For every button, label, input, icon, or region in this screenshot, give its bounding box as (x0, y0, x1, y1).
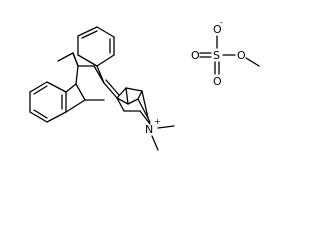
oxygen-right-label: O (237, 49, 246, 62)
dimethyl-dihydroanthracene-core (29, 26, 115, 123)
oxygen-bottom-label: O (213, 75, 222, 88)
nitrogen-label: N (145, 123, 153, 136)
sulfur-label: S (213, 49, 220, 62)
exocyclic-bond (103, 82, 118, 99)
cage-bond (127, 98, 139, 105)
oxygen-top-label: O (213, 23, 222, 36)
bottom-ring-double-bond (33, 109, 48, 119)
top-ring-bond (96, 54, 115, 67)
exocyclic-bond (105, 79, 120, 96)
quaternary-ammonium: N + (145, 117, 175, 151)
cage-bond (141, 90, 149, 119)
top-ring-bond (77, 26, 98, 37)
top-ring-double-bond (81, 30, 98, 39)
top-ring-bond (96, 26, 115, 38)
ring-fusion-bond (96, 65, 105, 84)
cage-bond (125, 87, 143, 92)
cage-bond (125, 87, 129, 105)
central-ring-bond (75, 65, 79, 85)
n-methyl-bond-down (151, 135, 159, 151)
cage-bond (139, 110, 151, 125)
methyl-bond-left (57, 52, 74, 62)
cage-bond (116, 97, 125, 112)
positive-charge: + (154, 117, 161, 126)
oxygen-left-label: O (191, 49, 200, 62)
methyl-sulfate-anion: O - O S O O (191, 18, 260, 88)
central-ring-bond (75, 83, 86, 101)
bottom-ring-bond (29, 81, 48, 93)
bottom-ring-bond (29, 111, 48, 123)
chemical-structure-drawing: N + O - O S O O (29, 18, 260, 151)
o-methyl-bond (245, 57, 260, 67)
cage-bond (116, 87, 127, 99)
central-ring-bond (72, 52, 79, 67)
azoniabicyclo-cage (116, 87, 151, 125)
bottom-ring-double-bond (33, 85, 48, 95)
cage-bond (137, 98, 151, 123)
ylidene-double-bond (103, 79, 120, 99)
ring-fusion-bond (65, 83, 77, 93)
top-ring-bond (77, 54, 98, 67)
cage-bond (137, 90, 143, 100)
bottom-ring-bond (46, 81, 67, 93)
negative-charge: - (220, 18, 223, 27)
bottom-ring-bond (46, 111, 67, 123)
cage-bond (116, 97, 129, 105)
ring-fusion-bond (65, 99, 86, 113)
n-methyl-bond-right (157, 125, 175, 129)
